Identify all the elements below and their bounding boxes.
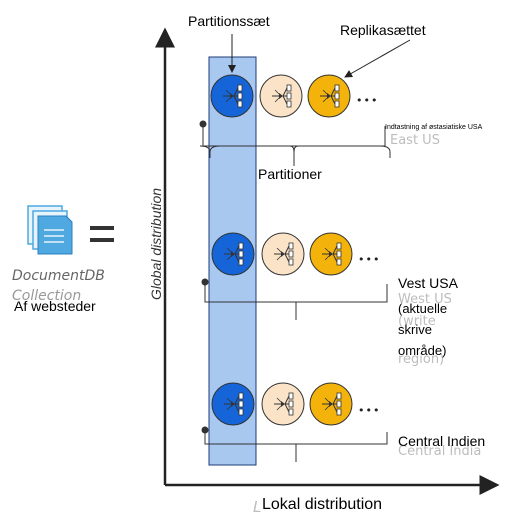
region-west-ghost-1: West US	[398, 292, 452, 307]
partitions-label: Partitioner	[258, 166, 322, 182]
region-west-label-1: Vest USA	[398, 275, 458, 291]
ellipsis-west: •••	[358, 253, 381, 266]
replica-row-west	[211, 232, 353, 276]
replica-row-central	[211, 382, 353, 426]
global-distribution-label: Global distribution	[148, 187, 164, 300]
partition-bracket-east	[199, 120, 391, 166]
region-west-label-2: (aktuelle	[398, 301, 448, 316]
region-east-label: Indtastning af østasiatiske USA	[385, 124, 483, 131]
replica-set-label: Replikasættet	[340, 22, 426, 38]
ellipsis-central: •••	[358, 404, 381, 417]
partition-set-label: Partitionssæt	[188, 13, 270, 29]
region-west-label-3: skrive	[398, 322, 432, 337]
region-west-ghost-3: region)	[398, 352, 445, 367]
collection-translation-label: Af websteder	[14, 298, 96, 314]
region-central-ghost: Central India	[398, 444, 482, 459]
ellipsis-east: •••	[356, 94, 379, 107]
region-west-ghost-2: (write	[398, 314, 436, 329]
collection-label-2: Collection	[12, 288, 82, 304]
replica-set-pointer	[344, 39, 411, 78]
local-distribution-label: Lokal distribution	[262, 496, 383, 513]
equals-sign	[90, 226, 114, 242]
partition-bracket-central	[201, 426, 388, 462]
region-east-ghost: East US	[390, 133, 440, 148]
partition-bracket-west	[201, 278, 388, 320]
region-central-label: Central Indien	[398, 433, 486, 449]
region-west-label-4: område)	[398, 343, 447, 358]
local-distribution-ghost: L	[253, 498, 262, 516]
stacked-documents-icon	[27, 205, 73, 255]
collection-label-1: DocumentDB	[12, 268, 105, 284]
replica-row-east	[210, 74, 351, 118]
